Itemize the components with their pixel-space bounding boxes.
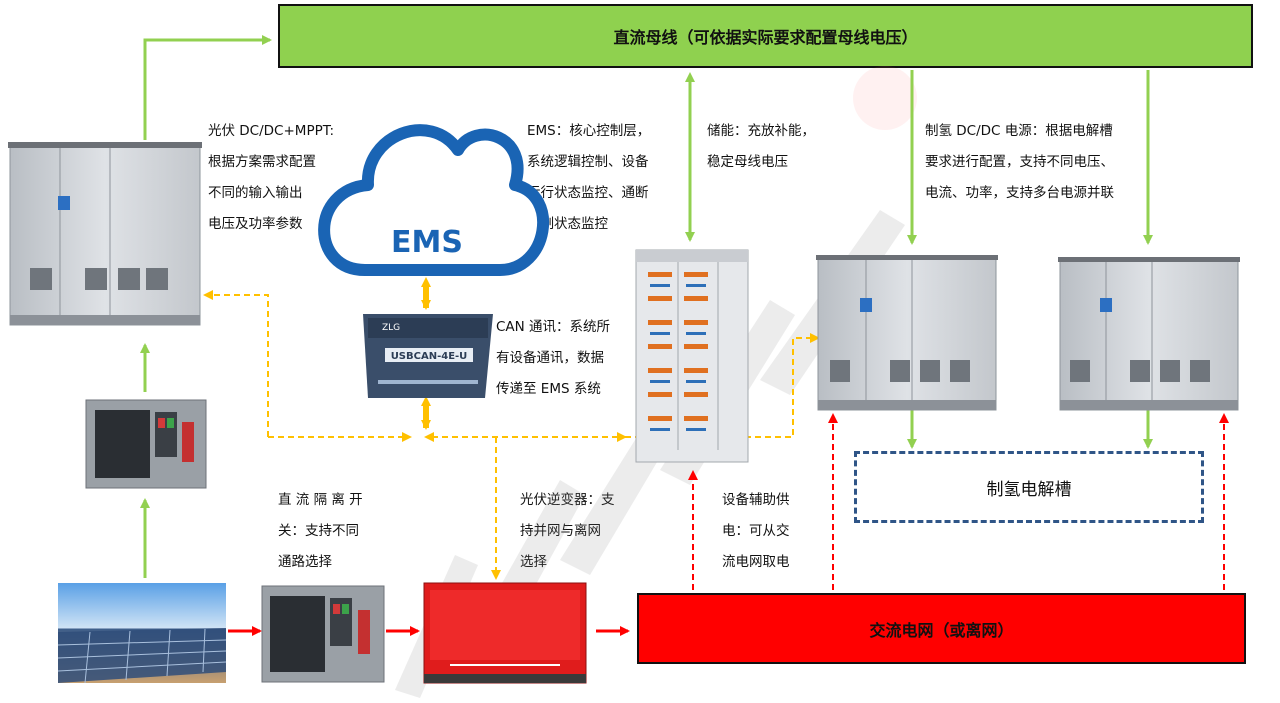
dc-bus-label: 直流母线（可依据实际要求配置母线电压） [613, 28, 918, 47]
dc-breaker-lower [261, 585, 385, 683]
aux-power-arrows [688, 413, 1229, 590]
ems-logo-text: EMS [391, 225, 463, 260]
electrolyzer-box: 制氢电解槽 [854, 451, 1204, 523]
can-device-text: USBCAN-4E-U [391, 351, 468, 362]
can-device-brand: ZLG [382, 323, 400, 333]
pv-inverter-device [423, 582, 587, 684]
ac-grid-label: 交流电网（或离网） [869, 620, 1014, 640]
dc-bus-bar: 直流母线（可依据实际要求配置母线电压） [278, 4, 1253, 68]
note-aux-power: 设备辅助供 电：可从交 流电网取电 [722, 492, 790, 570]
solar-panel-field [57, 583, 227, 684]
pv-dcdc-cabinet [8, 142, 202, 326]
h2-dcdc-psu-2 [1058, 257, 1240, 411]
note-pv-inverter: 光伏逆变器：支 持并网与离网 选择 [520, 485, 635, 578]
battery-storage-rack [635, 249, 749, 463]
electrolyzer-label: 制氢电解槽 [986, 479, 1072, 500]
note-pv-dcdc: 光伏 DC/DC+MPPT: 根据方案需求配置 不同的输入输出 电压及功率参数 [208, 123, 335, 232]
note-storage: 储能：充放补能， 稳定母线电压 [707, 123, 815, 170]
arrow-pv-dcdc-to-bus [143, 35, 272, 140]
ems-cloud-icon: EMS [318, 124, 550, 276]
ac-grid-box: 交流电网（或离网） [637, 593, 1246, 664]
note-isolation-switch: 直 流 隔 离 开 关：支持不同 通路选择 [278, 492, 363, 570]
h2-dcdc-psu-1 [816, 255, 998, 411]
power-flow-arrows [140, 35, 1153, 578]
dc-breaker-upper [85, 399, 207, 489]
note-h2-dcdc: 制氢 DC/DC 电源：根据电解槽 要求进行配置，支持不同电压、 电流、功率，支… [925, 123, 1114, 201]
can-device-icon: USBCAN-4E-U ZLG [363, 314, 493, 398]
note-can: CAN 通讯：系统所 有设备通讯，数据 传递至 EMS 系统 [496, 319, 611, 397]
